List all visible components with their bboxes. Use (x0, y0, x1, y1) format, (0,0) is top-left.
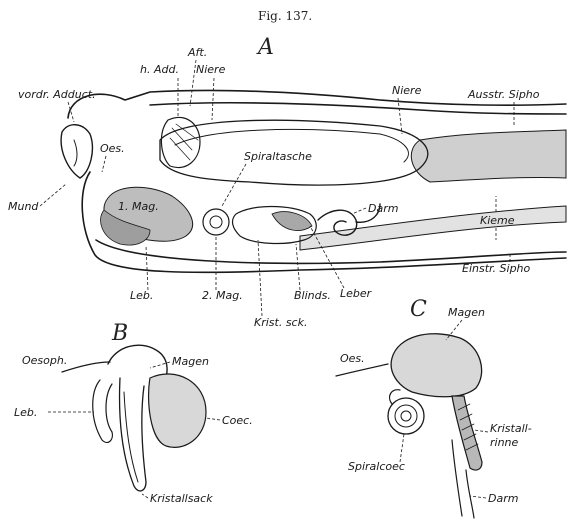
label-niere-right: Niere (392, 84, 422, 97)
label-leber: Leber (340, 287, 373, 300)
label-niere: Niere (196, 63, 226, 76)
label-rinne: rinne (490, 436, 519, 449)
liver-b (93, 380, 113, 442)
label-spiralcoec: Spiralcoec (348, 460, 405, 473)
label-einstr-sipho: Einstr. Sipho (462, 262, 531, 275)
label-darm: Darm (368, 202, 398, 215)
label-darm-c: Darm (488, 492, 518, 505)
stomach-c (391, 334, 482, 397)
label-krist-sck: Krist. sck. (254, 316, 307, 329)
crystal-groove (452, 396, 482, 470)
crystal-sac-b (120, 378, 146, 491)
label-oes-c: Oes. (340, 352, 365, 365)
label-mag2: 2. Mag. (202, 289, 243, 302)
label-kristallsack: Kristallsack (150, 492, 213, 505)
caecum-b (149, 374, 206, 447)
label-h-add: h. Add. (140, 63, 179, 76)
label-magen-b: Magen (172, 355, 209, 368)
siphon-band (411, 130, 566, 182)
label-mund: Mund (8, 200, 39, 213)
label-ausstr-sipho: Ausstr. Sipho (467, 88, 540, 101)
label-spiraltasche: Spiraltasche (244, 150, 312, 163)
label-blinds: Blinds. (294, 289, 331, 302)
label-kristall: Kristall- (490, 422, 532, 435)
panel-a: A vordr. Adduct. h. Add. Aft. Niere (8, 35, 566, 329)
second-stomach-spiral (203, 209, 229, 235)
label-magen-c: Magen (448, 306, 485, 319)
label-aft: Aft. (187, 46, 207, 59)
label-coec: Coec. (222, 414, 253, 427)
figure-number: Fig. 137. (258, 9, 312, 23)
panel-c-letter: C (410, 297, 427, 322)
label-oes: Oes. (100, 142, 125, 155)
panel-b-letter: B (111, 321, 128, 346)
oesophagus-c (336, 364, 388, 376)
label-leb-b: Leb. (14, 406, 37, 419)
liver-right (272, 212, 312, 231)
label-vordr-adduct: vordr. Adduct. (18, 88, 96, 101)
label-leb: Leb. (130, 289, 153, 302)
label-kieme: Kieme (480, 214, 515, 227)
panel-b: B Oesoph. Magen Leb. Coec. Kristallsack (14, 321, 253, 505)
panel-c: C Magen Oes. Kristall- rinne Spiralcoec … (336, 297, 532, 518)
label-oesoph: Oesoph. (22, 354, 67, 367)
spiral-caecum (388, 398, 424, 434)
oesophagus-b (62, 362, 110, 372)
panel-a-letter: A (256, 35, 274, 60)
label-mag1: 1. Mag. (118, 200, 159, 213)
gill-band (300, 206, 566, 250)
